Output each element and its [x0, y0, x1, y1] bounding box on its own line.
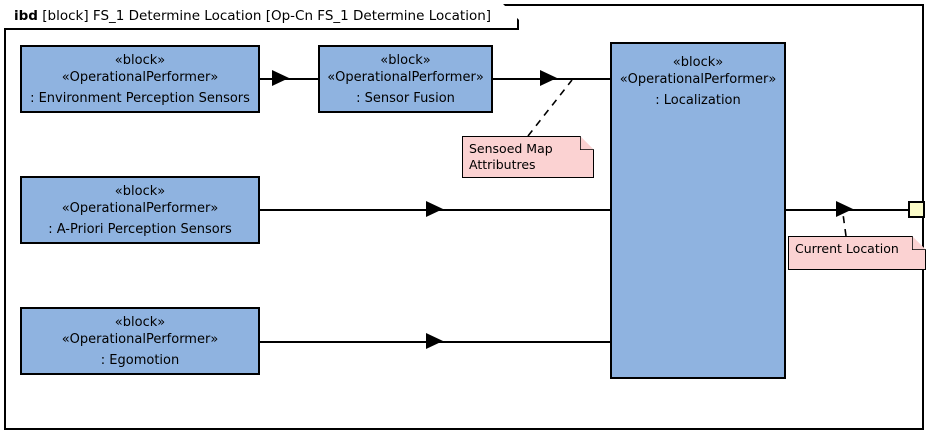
connector-env-sensors-to-sensor-fusion[interactable]	[260, 78, 318, 80]
block-sensor-fusion[interactable]: «block» «OperationalPerformer» : Sensor …	[318, 45, 493, 113]
arrowhead-egomotion-to-localization	[426, 333, 443, 349]
block-localization[interactable]: «block» «OperationalPerformer» : Localiz…	[610, 42, 786, 379]
block-stereotype-role: «OperationalPerformer»	[61, 331, 219, 347]
arrowhead-localization-to-boundary-port	[836, 201, 853, 217]
diagram-title-tab: ibd [block] FS_1 Determine Location [Op-…	[4, 4, 519, 30]
block-instance-name: : Environment Perception Sensors	[30, 90, 250, 106]
boundary-port-proxy[interactable]	[908, 201, 925, 218]
block-instance-name: : A-Priori Perception Sensors	[48, 221, 232, 237]
diagram-kind-label: ibd	[14, 8, 38, 24]
block-stereotype-block: «block»	[114, 314, 166, 330]
block-stereotype-role: «OperationalPerformer»	[61, 69, 219, 85]
block-egomotion[interactable]: «block» «OperationalPerformer» : Egomoti…	[20, 307, 260, 375]
block-a-priori-perception-sensors[interactable]: «block» «OperationalPerformer» : A-Prior…	[20, 176, 260, 244]
block-stereotype-role: «OperationalPerformer»	[61, 200, 219, 216]
block-instance-name: : Localization	[655, 93, 741, 108]
note-sensoed-map-attributres[interactable]: Sensoed Map Attributres	[462, 136, 594, 178]
block-stereotype-role: «OperationalPerformer»	[327, 69, 484, 85]
note-anchor-current-location	[842, 213, 847, 237]
arrowhead-sensor-fusion-to-localization	[540, 70, 557, 86]
block-stereotype-block: «block»	[672, 55, 724, 70]
block-environment-perception-sensors[interactable]: «block» «OperationalPerformer» : Environ…	[20, 45, 260, 113]
arrowhead-env-sensors-to-sensor-fusion	[272, 70, 289, 86]
block-stereotype-block: «block»	[114, 183, 166, 199]
arrowhead-a-priori-to-localization	[426, 201, 443, 217]
diagram-title-label: [block] FS_1 Determine Location [Op-Cn F…	[42, 8, 492, 24]
block-instance-name: : Egomotion	[100, 352, 180, 368]
block-stereotype-block: «block»	[380, 52, 431, 68]
block-stereotype-role: «OperationalPerformer»	[619, 72, 777, 87]
block-instance-name: : Sensor Fusion	[356, 90, 455, 106]
note-current-location[interactable]: Current Location	[788, 236, 926, 270]
note-anchor-sensoed-map	[527, 79, 573, 137]
block-stereotype-block: «block»	[114, 52, 166, 68]
